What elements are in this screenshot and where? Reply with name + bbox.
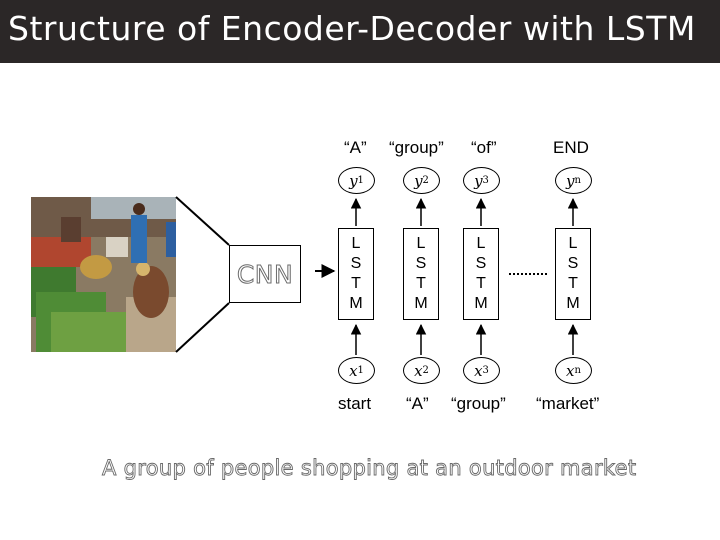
generated-caption: A group of people shopping at an outdoor…: [102, 456, 637, 481]
cnn-label: CNN: [236, 259, 294, 289]
funnel-line-top: [175, 196, 230, 246]
output-word-3: “of”: [471, 138, 497, 157]
input-word-n: “market”: [536, 394, 600, 413]
lstm-cell-n: L S T M: [555, 228, 591, 320]
cnn-block: CNN: [229, 245, 301, 303]
lstm-cell-2: L S T M: [403, 228, 439, 320]
input-word-1: start: [338, 394, 372, 413]
output-word-n: END: [553, 138, 589, 157]
output-word-1: “A”: [344, 138, 367, 157]
lstm-label: L S T M: [566, 235, 580, 312]
funnel-line-bottom: [175, 302, 230, 353]
title-bar: Structure of Encoder-Decoder with LSTM: [0, 0, 720, 63]
lstm-label: L S T M: [474, 235, 488, 312]
output-word-2: “group”: [389, 138, 444, 157]
lstm-label: L S T M: [349, 235, 363, 312]
input-word-3: “group”: [451, 394, 506, 413]
market-photo: [31, 197, 176, 352]
lstm-cell-1: L S T M: [338, 228, 374, 320]
lstm-cell-3: L S T M: [463, 228, 499, 320]
input-word-2: “A”: [406, 394, 429, 413]
lstm-label: L S T M: [414, 235, 428, 312]
slide-title: Structure of Encoder-Decoder with LSTM: [8, 9, 696, 48]
